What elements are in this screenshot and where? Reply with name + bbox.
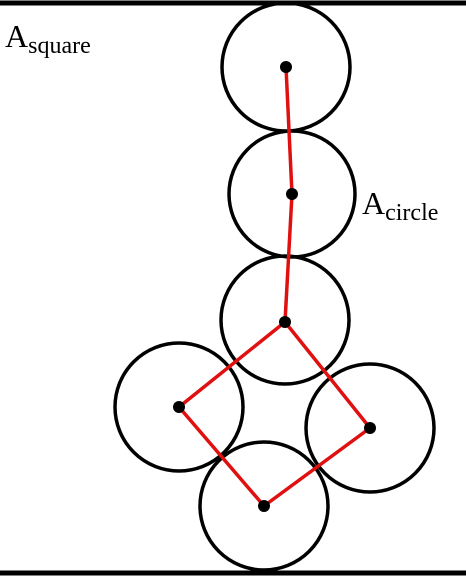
node-3 xyxy=(279,316,291,328)
label-a-square: Asquare xyxy=(5,18,91,59)
nodes-group xyxy=(173,61,376,512)
circle-3 xyxy=(219,254,351,386)
circle-5 xyxy=(304,362,436,494)
node-6 xyxy=(258,500,270,512)
label-a-circle: Acircle xyxy=(362,185,438,226)
label-a-circle-main: A xyxy=(362,185,385,221)
label-a-square-sub: square xyxy=(28,33,91,59)
node-5 xyxy=(364,422,376,434)
node-1 xyxy=(280,61,292,73)
circle-6 xyxy=(198,440,330,572)
node-2 xyxy=(286,188,298,200)
label-a-circle-sub: circle xyxy=(385,200,438,226)
circles-group xyxy=(113,1,436,572)
node-4 xyxy=(173,401,185,413)
circle-4 xyxy=(113,341,245,473)
label-a-square-main: A xyxy=(5,18,28,54)
